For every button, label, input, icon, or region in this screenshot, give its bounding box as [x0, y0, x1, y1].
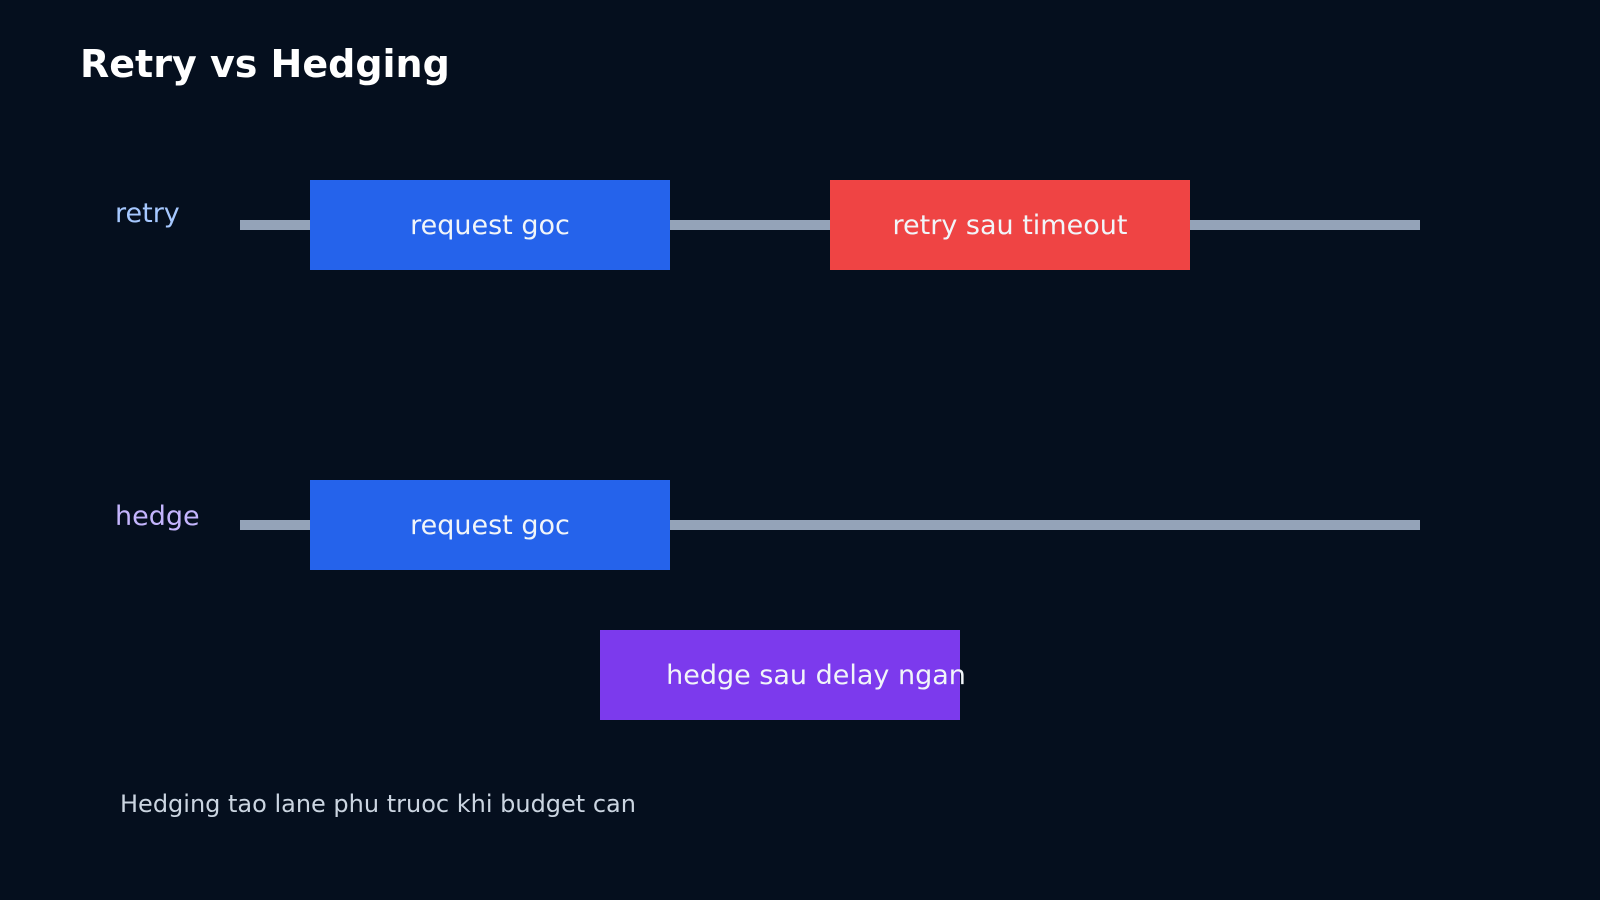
retry-after-timeout-block: retry sau timeout	[830, 180, 1190, 270]
hedge-after-delay-block: hedge sau delay ngan	[600, 630, 966, 720]
lane-label-retry: retry	[115, 198, 180, 229]
hedge-original-request-label: request goc	[410, 509, 570, 541]
footnote: Hedging tao lane phu truoc khi budget ca…	[120, 790, 636, 818]
retry-original-request-block: request goc	[310, 180, 670, 270]
diagram-title: Retry vs Hedging	[80, 42, 450, 86]
lane-label-hedge: hedge	[115, 501, 200, 532]
timeline-track-hedge	[240, 520, 1420, 530]
retry-original-request-label: request goc	[410, 209, 570, 241]
retry-after-timeout-label: retry sau timeout	[892, 209, 1128, 241]
hedge-after-delay-label: hedge sau delay ngan	[666, 659, 966, 691]
hedge-original-request-block: request goc	[310, 480, 670, 570]
